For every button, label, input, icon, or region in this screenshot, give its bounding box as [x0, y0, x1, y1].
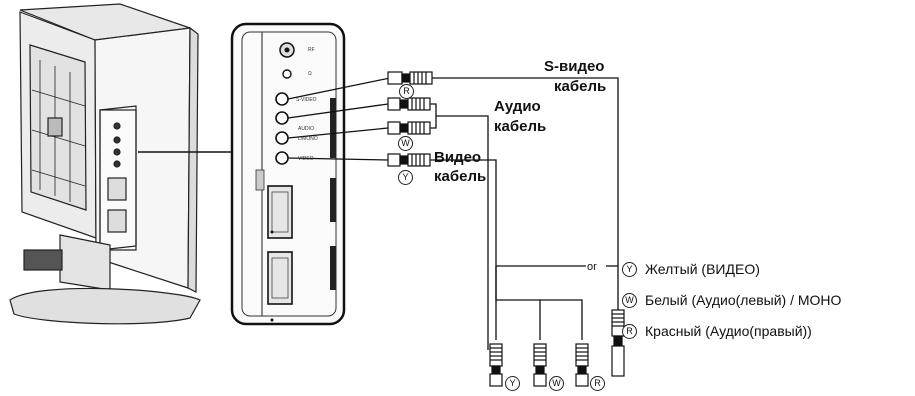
audio-cable-label-line1: Аудио — [494, 98, 541, 115]
svideo-plug — [387, 71, 433, 85]
plug-symbol-white: W — [398, 136, 413, 151]
bottom-symbol-white: W — [549, 376, 564, 391]
tv-illustration — [9, 3, 201, 325]
bottom-symbol-red: R — [590, 376, 605, 391]
panel-label-mono: L/MONO — [298, 136, 318, 142]
panel-label-headphone: Ω — [308, 71, 312, 77]
audio-cable-label-line2: кабель — [494, 118, 547, 135]
legend-item-yellow: Желтый (ВИДЕО) — [645, 261, 760, 277]
legend-item-white: Белый (Аудио(левый) / МОНО — [645, 292, 842, 308]
panel-label-svideo: S-VIDEO — [296, 97, 317, 103]
panel-label-rf: RF — [308, 47, 315, 53]
or-label: or — [587, 261, 597, 273]
legend-symbol-white: W — [622, 293, 637, 308]
plug-symbol-yellow: Y — [398, 170, 413, 185]
panel-label-video: VIDEO — [298, 156, 314, 162]
jack-panel-zoom — [230, 22, 346, 326]
video-cable-label-line1: Видео — [434, 149, 482, 166]
svideo-cable-label-line2: кабель — [554, 78, 607, 95]
legend-item-red: Красный (Аудио(правый)) — [645, 323, 812, 339]
legend-symbol-red: R — [622, 324, 637, 339]
svideo-cable-label-line1: S-видео — [544, 58, 605, 75]
bottom-symbol-yellow: Y — [505, 376, 520, 391]
legend-symbol-yellow: Y — [622, 262, 637, 277]
bottom-plugs — [489, 309, 625, 387]
video-plug — [387, 153, 431, 167]
video-cable-label-line2: кабель — [434, 168, 487, 185]
cable-lines — [287, 77, 619, 350]
panel-label-audio: AUDIO — [298, 126, 314, 132]
audio-plugs — [387, 97, 431, 135]
plug-symbol-red: R — [399, 84, 414, 99]
